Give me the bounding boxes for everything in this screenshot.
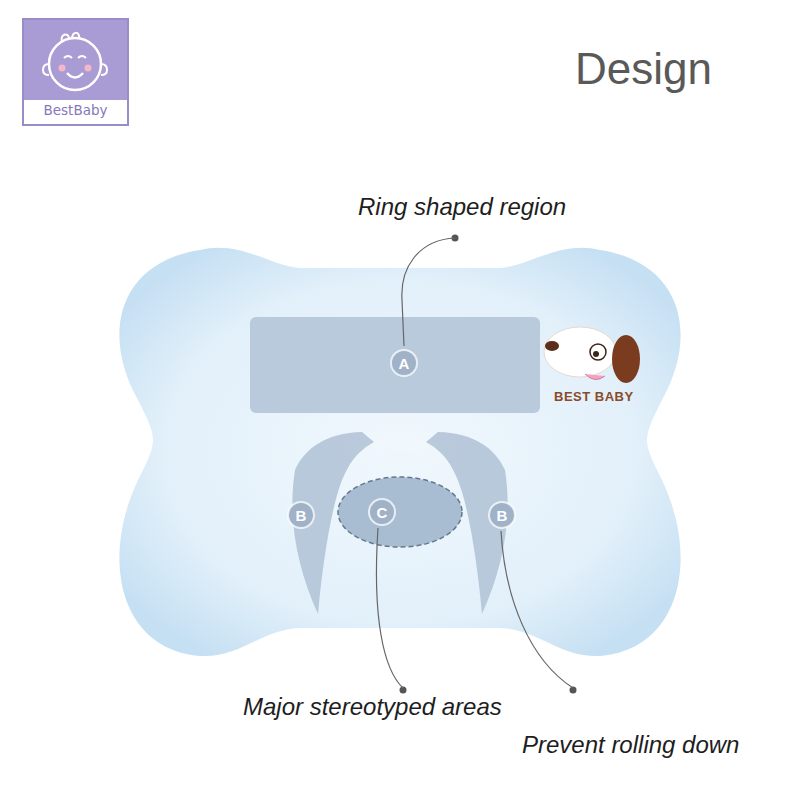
region-badge: B [287,501,315,529]
callout-label: Major stereotyped areas [243,693,502,721]
badge-letter: A [390,349,418,377]
pillow-outline: BEST BABY A B C B [90,225,710,705]
region-badge: C [368,498,396,526]
brand-logo: BestBaby [22,18,129,126]
region-badge: B [488,501,516,529]
brand-name: BestBaby [22,102,129,118]
badge-letter: C [368,498,396,526]
callout-label: Prevent rolling down [522,731,739,759]
region-badge: A [390,349,418,377]
pillow-brand: BEST BABY [554,389,634,404]
page-title: Design [575,44,712,94]
bone-pillow [90,225,710,705]
badge-letter: B [287,501,315,529]
callout-label: Ring shaped region [358,193,566,221]
badge-letter: B [488,501,516,529]
